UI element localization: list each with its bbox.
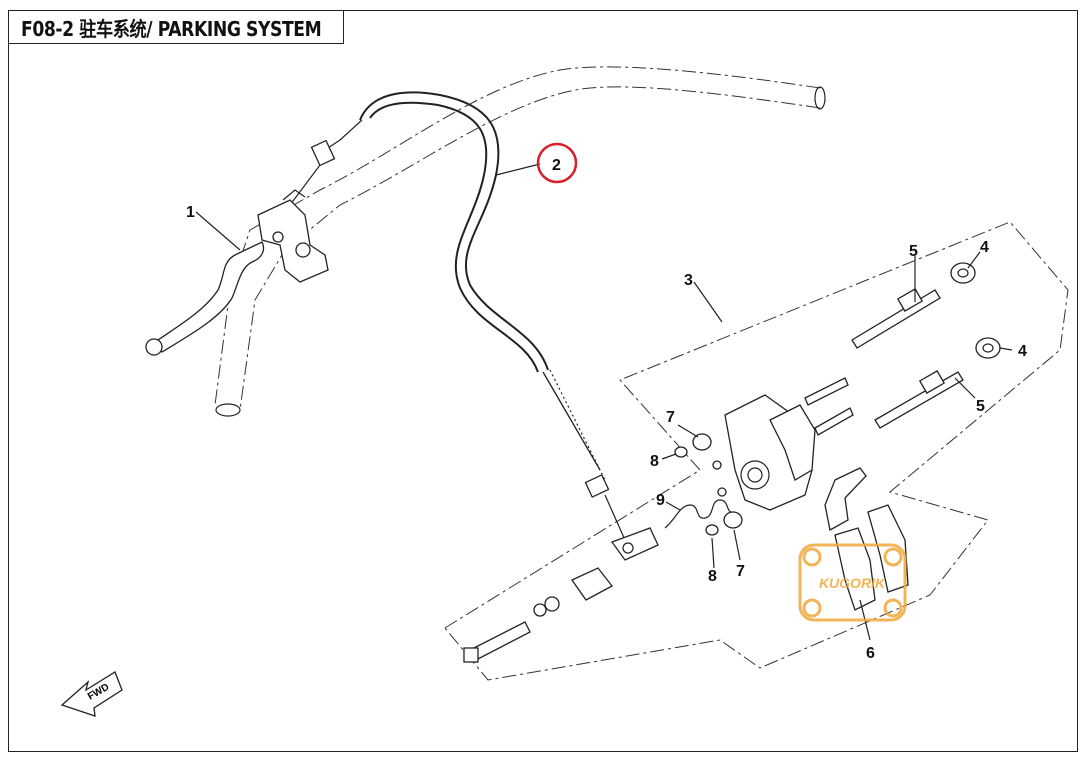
guide-pins [804,377,854,436]
kugorik-watermark-logo: KUGORIK [798,543,907,622]
handlebar-outline [214,66,826,417]
brake-pads [834,504,909,611]
pin-upper [851,262,976,349]
callout-6: 6 [866,645,875,662]
callout-7-lower: 7 [736,563,745,580]
page-title: F08-2 驻车系统/ PARKING SYSTEM [21,16,322,41]
callout-4-upper: 4 [980,239,989,256]
highlight-circle [536,142,578,184]
callout-2: 2 [552,157,561,174]
callout-9: 9 [656,492,665,509]
watermark-text: KUGORIK [819,575,886,591]
callout-3: 3 [684,272,693,289]
actuator-arm [463,527,659,663]
caliper-body [724,394,867,532]
brake-lever [145,189,329,356]
spring-and-washers [664,433,743,536]
title-box: F08-2 驻车系统/ PARKING SYSTEM [8,10,344,44]
diagram-frame [8,10,1078,752]
callout-5-lower: 5 [976,398,985,415]
callout-5-upper: 5 [909,243,918,260]
fwd-arrow: FWD [60,671,123,717]
caliper-assembly-outline [444,221,1069,681]
callout-4-lower: 4 [1018,343,1027,360]
callout-7-upper: 7 [666,409,675,426]
callout-8-upper: 8 [650,453,659,470]
callout-1: 1 [186,204,195,221]
parking-brake-cable [289,91,626,541]
callout-8-lower: 8 [708,568,717,585]
